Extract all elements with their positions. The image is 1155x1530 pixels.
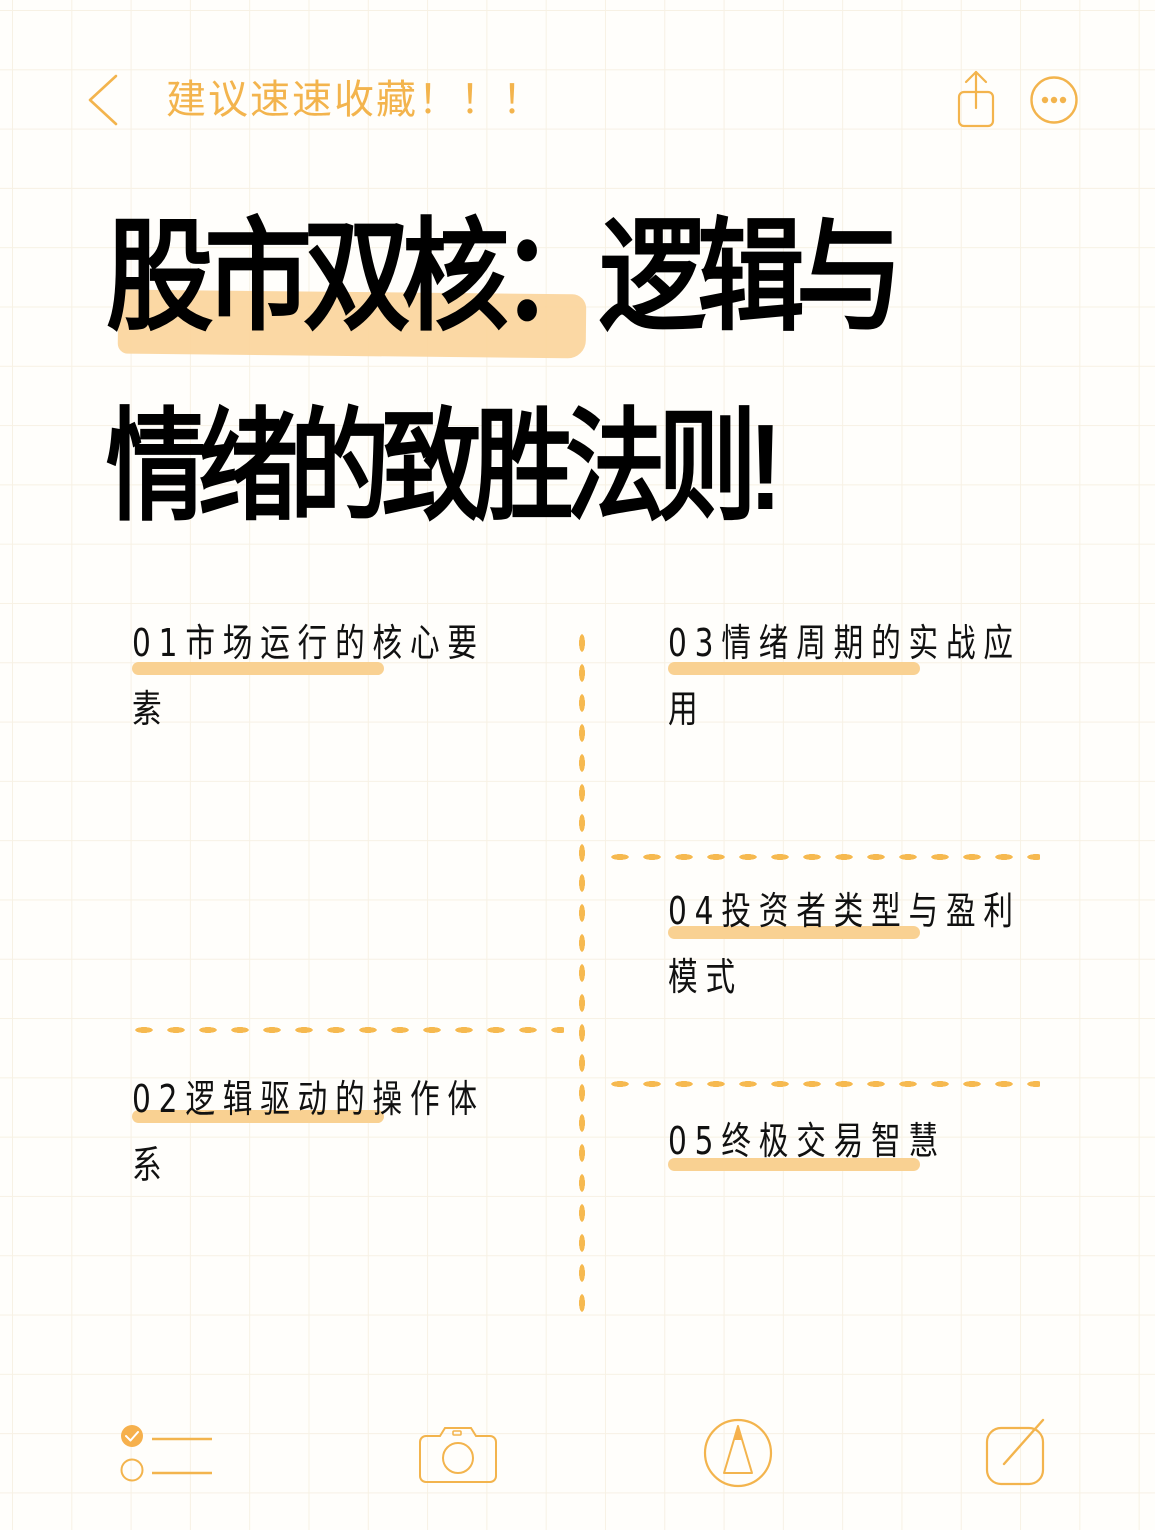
share-button[interactable]: [952, 68, 1000, 132]
checklist-button[interactable]: [118, 1420, 218, 1486]
section-05-highlight: [668, 1158, 920, 1171]
section-05-title[interactable]: 05终极交易智慧: [668, 1119, 946, 1163]
checklist-icon: [120, 1425, 212, 1482]
divider-right-2: [604, 1081, 1040, 1087]
camera-button[interactable]: [418, 1422, 498, 1484]
vertical-divider: [578, 628, 586, 1318]
section-01-title[interactable]: 01市场运行的核心要素: [132, 621, 485, 731]
markup-button[interactable]: [703, 1418, 773, 1488]
pen-tip-icon: [703, 1418, 773, 1488]
section-03-highlight: [668, 662, 920, 675]
back-button[interactable]: [84, 72, 124, 128]
compose-button[interactable]: [984, 1418, 1048, 1486]
headline-line-2: 情绪的致胜法则!: [106, 399, 782, 535]
section-02-highlight: [132, 1110, 384, 1123]
section-04-title[interactable]: 04投资者类型与盈利模式: [668, 889, 1021, 999]
section-04-highlight: [668, 926, 920, 939]
chevron-left-icon: [88, 74, 118, 126]
section-01-highlight: [132, 662, 384, 675]
section-02-title[interactable]: 02逻辑驱动的操作体系: [132, 1077, 485, 1187]
camera-icon: [419, 1427, 497, 1483]
page-title: 建议速速收藏！！！: [166, 77, 544, 123]
compose-icon: [985, 1418, 1045, 1486]
headline-line-1: 股市双核：逻辑与: [106, 209, 903, 345]
divider-left: [128, 1027, 564, 1033]
divider-right-1: [604, 854, 1040, 860]
section-03-title[interactable]: 03情绪周期的实战应用: [668, 621, 1021, 731]
more-button[interactable]: [1028, 74, 1080, 126]
share-icon: [957, 70, 995, 128]
more-dots-icon: [1030, 76, 1078, 124]
